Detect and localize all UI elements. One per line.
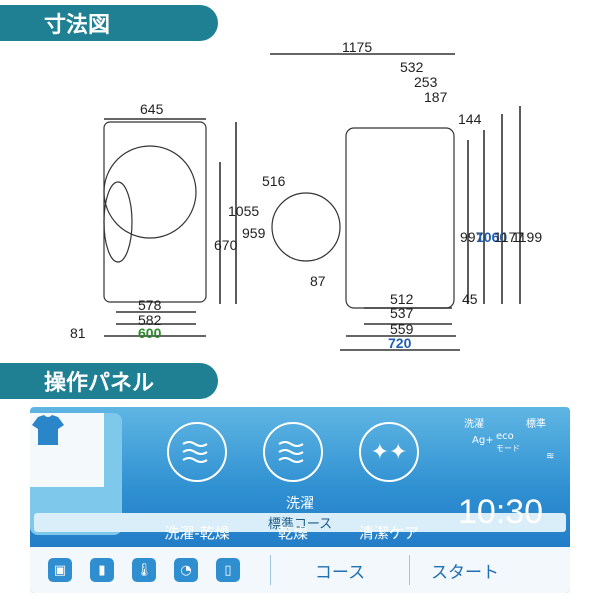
dim-144: 144 [458,111,482,127]
dim-45: 45 [462,291,478,307]
dim-side-overall: 1175 [342,42,372,55]
eco-mode-label: モード [496,444,520,453]
front-door [103,145,197,239]
dim-516: 516 [262,173,286,189]
wave-icon [167,422,227,482]
wash-title: 洗濯 [286,496,314,512]
dimensions-title: 寸法図 [44,13,111,38]
sparkle-icon: ✦✦ [359,422,419,482]
panel-title: 操作パネル [44,371,155,396]
dim-1055: 1055 [228,203,259,219]
course-button[interactable]: コース [314,562,366,583]
side-machine-body [345,127,455,309]
dim-front-width: 645 [140,101,164,117]
status-area: 洗濯 標準 Ag+ eco モード ≋ [462,415,566,475]
dimensions-header: 寸法図 [0,5,218,41]
timer-icon[interactable]: ◔ [174,558,198,582]
mode-dry-button[interactable]: 乾燥 [256,422,330,543]
eco-icon: eco [496,431,514,442]
temperature-icon[interactable]: 🌡 [132,558,156,582]
dim-997: 997 [460,229,484,245]
separator [409,555,410,585]
phone-icon[interactable]: ▯ [216,558,240,582]
dim-512: 512 [390,291,414,307]
dim-253: 253 [414,74,438,90]
dim-187: 187 [424,89,448,105]
dim-600: 600 [138,325,162,341]
status-standard: 標準 [526,419,546,430]
dim-578: 578 [138,297,162,313]
separator [270,555,271,585]
wash-course: 標準コース [34,513,566,532]
control-panel: 洗濯 標準コース 洗濯-乾燥 乾燥 ✦✦ 清潔ケア 洗濯 標準 Ag+ eco … [30,407,570,593]
door-circle [271,192,341,262]
dim-1177: 1177 [494,229,524,245]
dim-87: 87 [310,273,326,289]
mode-label: 洗濯-乾燥 [164,524,230,542]
dim-1199: 1199 [512,229,542,245]
bottle-icon[interactable]: ▮ [90,558,114,582]
dim-81: 81 [70,325,86,341]
shirt-icon [30,413,104,487]
dim-720: 720 [388,335,412,351]
open-door [103,181,133,263]
wifi-icon: ≋ [546,451,555,462]
dim-532: 532 [400,59,424,75]
status-wash: 洗濯 [464,419,484,430]
dim-1060: 1060 [476,229,507,245]
dim-559: 559 [390,321,414,337]
mode-wash-button[interactable]: 洗濯 標準コース [30,413,566,535]
mode-clean-care-button[interactable]: ✦✦ 清潔ケア [352,422,426,543]
mode-wash-dry-button[interactable]: 洗濯-乾燥 [160,422,234,543]
start-button[interactable]: スタート [431,562,499,583]
ag-icon: Ag+ [472,435,494,446]
dimension-diagram: 645 1175 532 253 187 144 516 670 1055 95… [70,42,542,351]
clock-display: 10:30 [458,493,544,531]
bottom-bar: ▣ ▮ 🌡 ◔ ▯ コース スタート [30,547,570,593]
mode-label: 乾燥 [277,524,308,542]
dim-670: 670 [214,237,238,253]
panel-header: 操作パネル [0,363,218,399]
detergent-icon[interactable]: ▣ [48,558,72,582]
mode-label: 清潔ケア [358,524,419,542]
dim-959: 959 [242,225,266,241]
dim-582: 582 [138,312,162,328]
dry-icon [263,422,323,482]
front-machine-body [103,121,207,303]
dim-537: 537 [390,305,414,321]
